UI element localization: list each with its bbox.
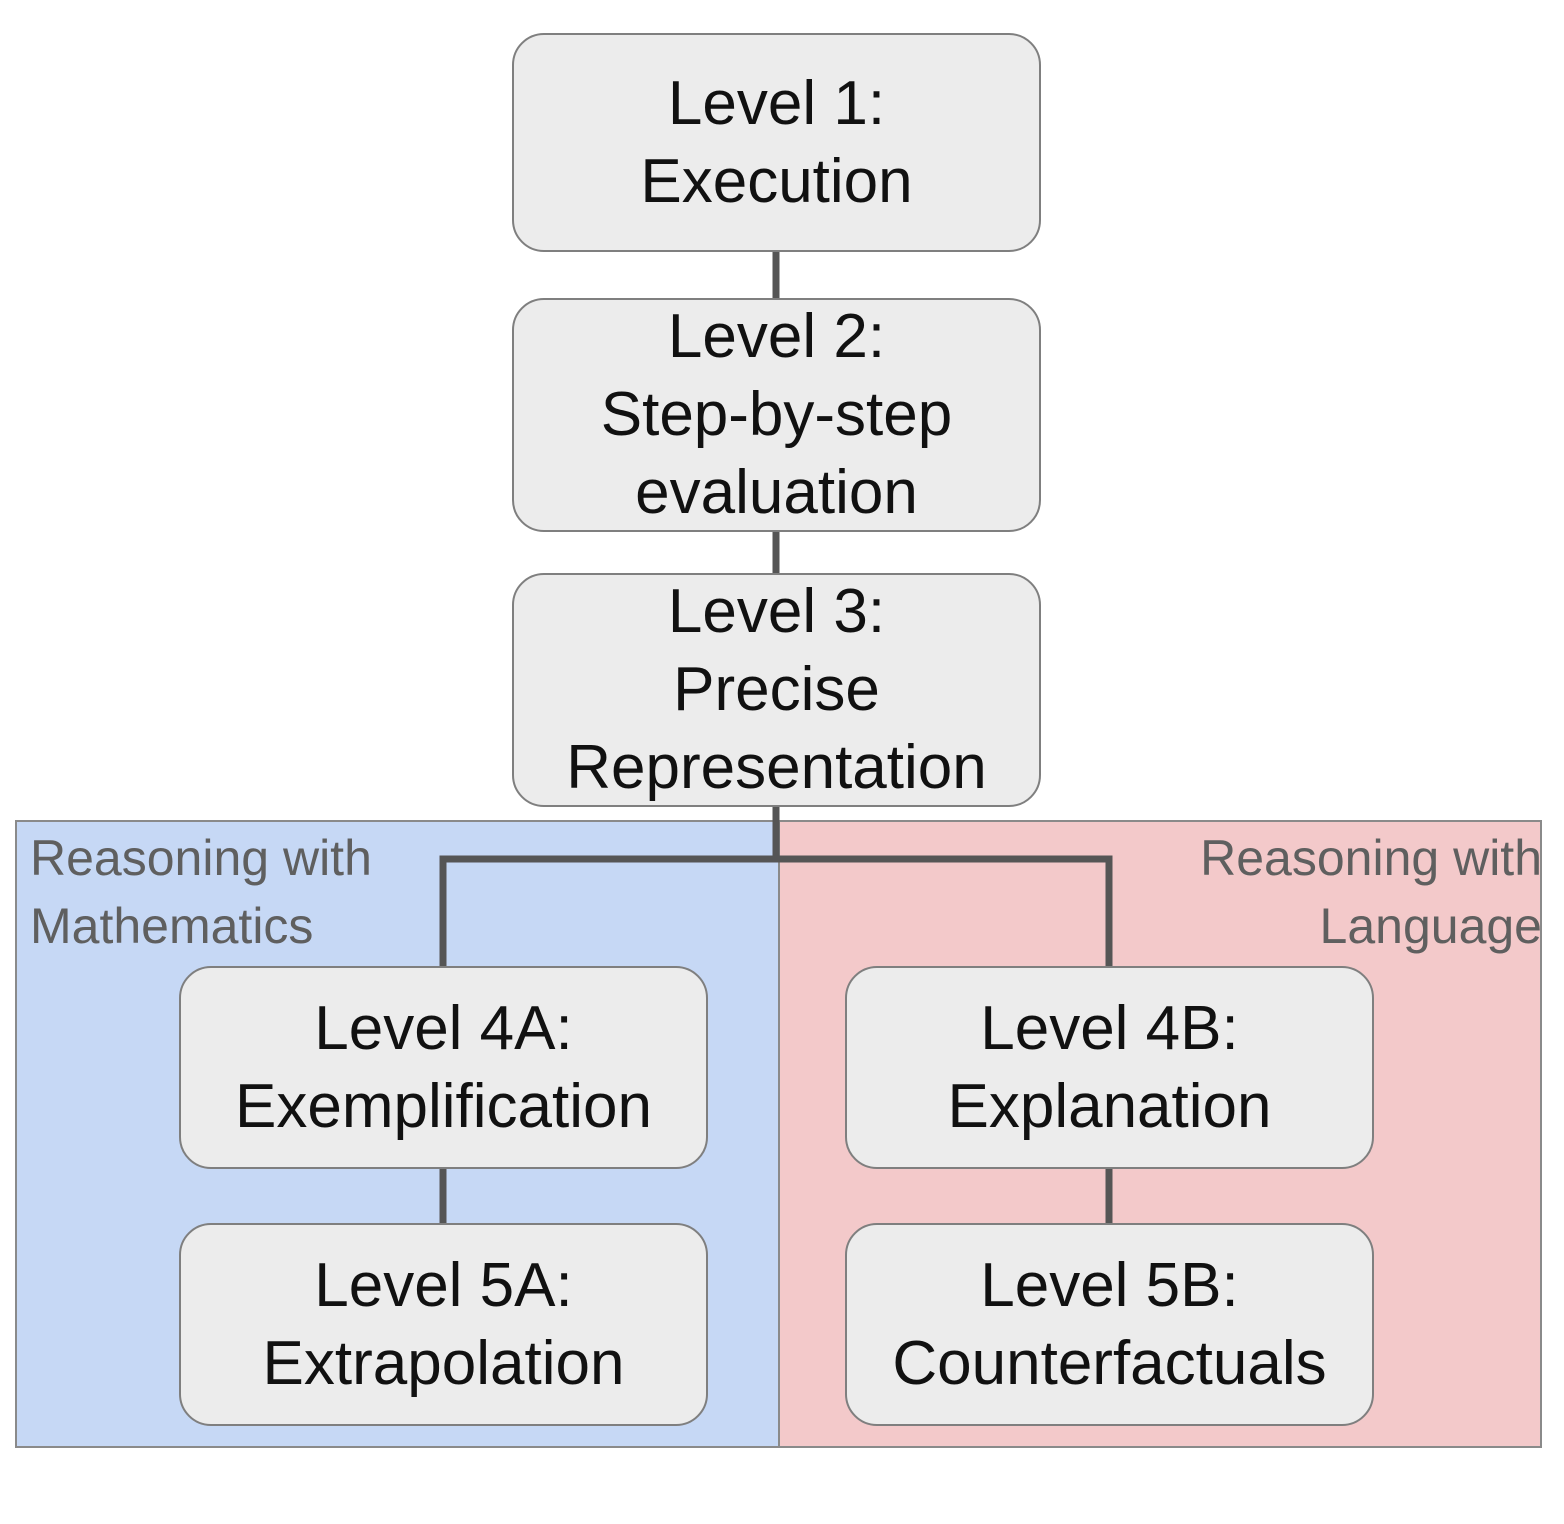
math-region-label: Reasoning with Mathematics: [30, 824, 372, 960]
level-4b-title: Level 4B:: [980, 993, 1239, 1063]
level-5a-node: Level 5A: Extrapolation: [179, 1223, 708, 1426]
level-2-node: Level 2: Step-by-step evaluation: [512, 298, 1041, 532]
math-region-label-line2: Mathematics: [30, 898, 314, 954]
level-4b-name: Explanation: [947, 1071, 1272, 1141]
level-3-name-line1: Precise: [673, 655, 880, 724]
level-3-node: Level 3: Precise Representation: [512, 573, 1041, 807]
level-2-name-line2: evaluation: [635, 458, 918, 527]
level-1-node: Level 1: Execution: [512, 33, 1041, 252]
language-region-label: Reasoning with Language: [1200, 824, 1542, 960]
level-4a-node: Level 4A: Exemplification: [179, 966, 708, 1169]
level-5b-name: Counterfactuals: [892, 1328, 1327, 1398]
connector-3-4b: [776, 855, 1113, 966]
level-5a-title: Level 5A:: [314, 1250, 573, 1320]
level-4a-title: Level 4A:: [314, 993, 573, 1063]
level-5a-name: Extrapolation: [262, 1328, 625, 1398]
level-4b-node: Level 4B: Explanation: [845, 966, 1374, 1169]
level-3-name-line2: Representation: [566, 733, 987, 802]
level-1-title: Level 1:: [667, 68, 886, 138]
language-region-label-line1: Reasoning with: [1200, 830, 1542, 886]
level-5b-node: Level 5B: Counterfactuals: [845, 1223, 1374, 1426]
level-2-title: Level 2:: [667, 302, 886, 371]
math-region-label-line1: Reasoning with: [30, 830, 372, 886]
connector-3-4a: [439, 855, 776, 966]
level-1-name: Execution: [640, 146, 913, 216]
level-3-title: Level 3:: [667, 577, 886, 646]
level-5b-title: Level 5B:: [980, 1250, 1239, 1320]
level-4a-name: Exemplification: [235, 1071, 652, 1141]
level-2-name-line1: Step-by-step: [600, 380, 953, 449]
language-region-label-line2: Language: [1319, 898, 1542, 954]
